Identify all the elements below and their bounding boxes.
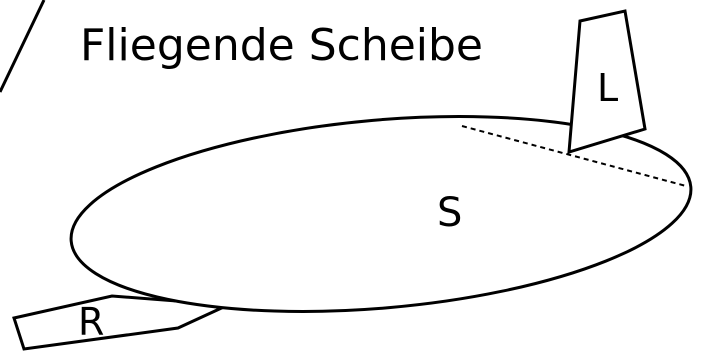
disc-label: S	[437, 190, 462, 236]
left-fin-label: L	[597, 66, 618, 110]
dashed-line	[461, 125, 687, 187]
diagonal-line	[0, 0, 46, 93]
right-fin-label: R	[78, 300, 104, 344]
left-fin	[567, 9, 647, 155]
disc	[69, 115, 693, 313]
right-fin	[12, 294, 234, 351]
diagram-title: Fliegende Scheibe	[80, 20, 483, 71]
